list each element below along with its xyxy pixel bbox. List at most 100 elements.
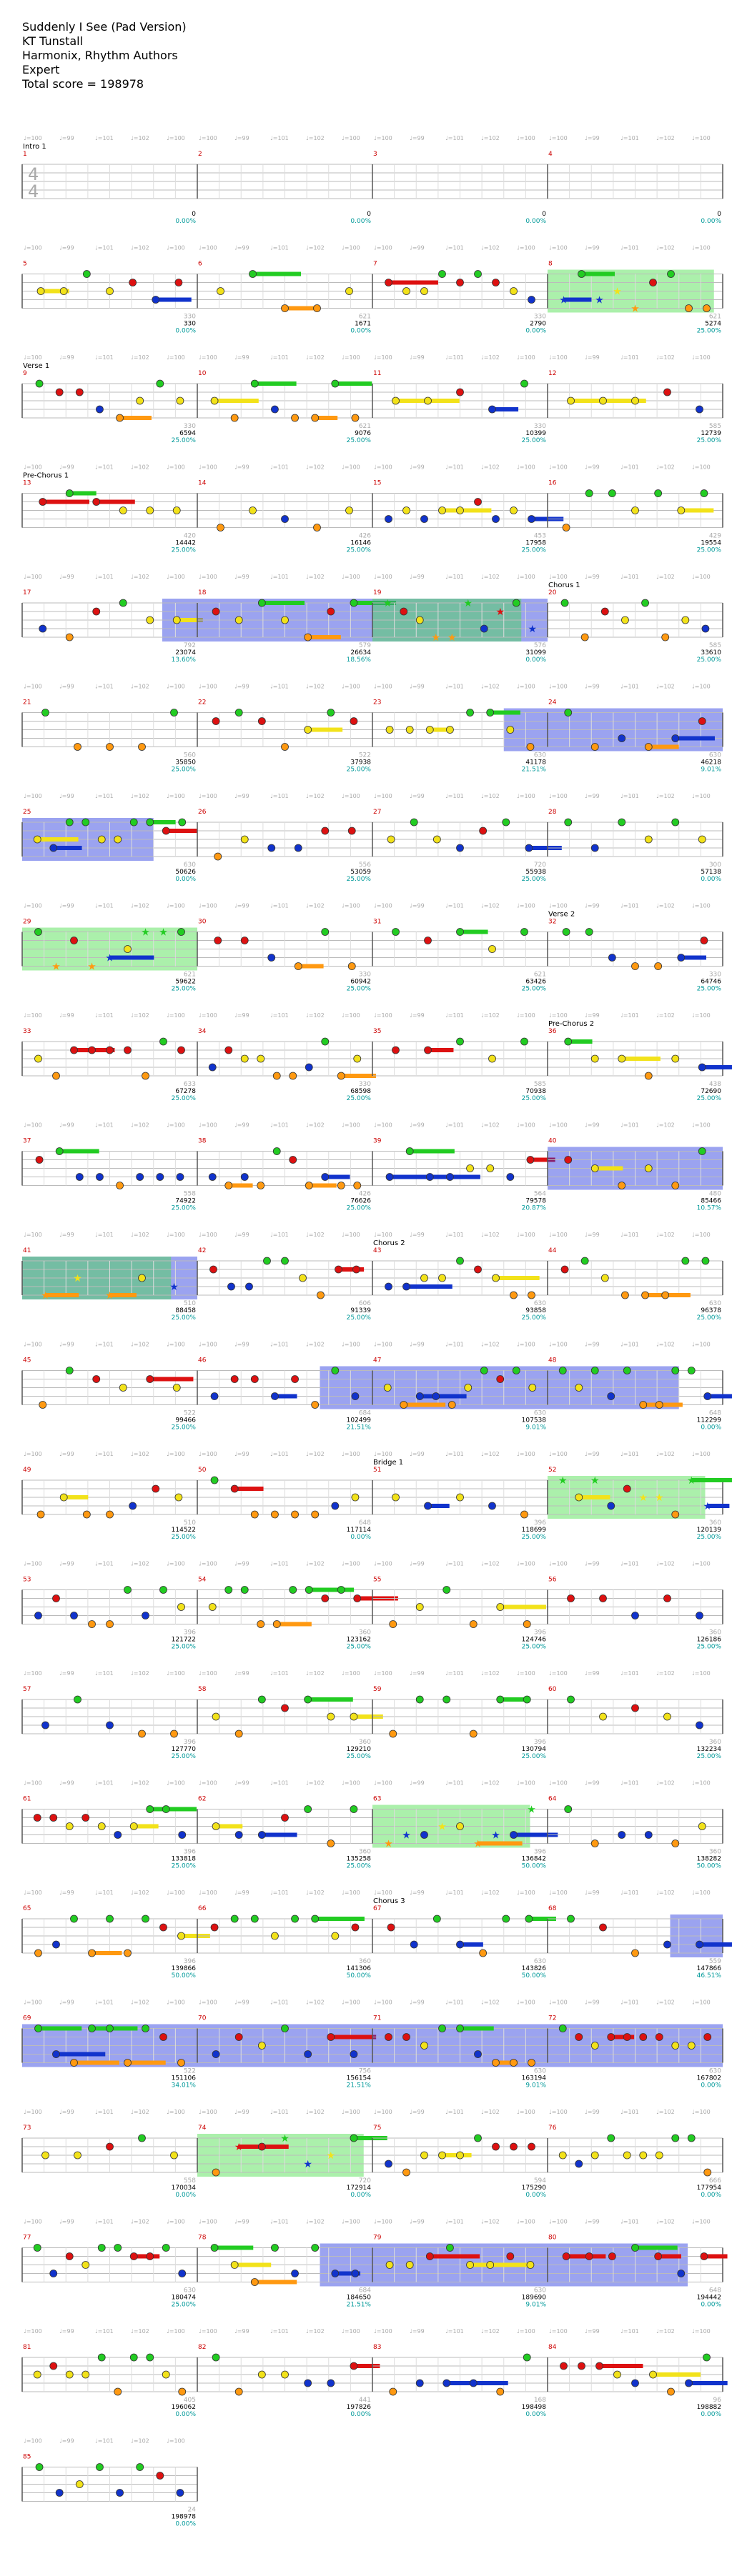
- measure-number: 19: [373, 589, 382, 596]
- measure-number: 25: [23, 809, 31, 816]
- tempo-label: ♩=101: [445, 1780, 464, 1787]
- cumulative-score: 198498: [522, 2404, 547, 2411]
- tempo-label: ♩=100: [517, 2109, 535, 2115]
- cumulative-score: 31099: [525, 649, 546, 657]
- measure-score: 630: [534, 2068, 546, 2075]
- tempo-label: ♩=101: [95, 1670, 114, 1677]
- tempo-label: ♩=100: [199, 684, 217, 690]
- sustain-tail: [430, 1174, 458, 1179]
- note-gem: [65, 1367, 74, 1374]
- note-gem: [162, 2244, 170, 2252]
- note-gem: [172, 506, 181, 514]
- note-gem: [523, 1695, 531, 1704]
- cumulative-score: 1671: [355, 321, 371, 328]
- note-gem: [644, 1164, 653, 1172]
- sustain-tail: [478, 1841, 523, 1846]
- note-gem: [446, 1173, 454, 1181]
- note-gem: [385, 1282, 392, 1291]
- sustain-tail: [707, 1504, 730, 1508]
- note-gem: [663, 1712, 671, 1721]
- cumulative-score: 123162: [347, 1637, 371, 1644]
- overdrive-percent: 10.57%: [697, 1205, 722, 1212]
- note-gem: [488, 945, 496, 953]
- note-gem: [492, 2059, 500, 2067]
- song-title: Suddenly I See (Pad Version): [22, 20, 187, 34]
- tempo-label: ♩=100: [24, 354, 42, 361]
- tempo-label: ♩=102: [131, 354, 149, 361]
- note-gem: [327, 1712, 335, 1721]
- tempo-label: ♩=102: [131, 1451, 149, 1457]
- tempo-label: ♩=100: [199, 1780, 217, 1787]
- overdrive-percent: 34.01%: [172, 2082, 197, 2090]
- tempo-label: ♩=101: [620, 1670, 639, 1677]
- tempo-label: ♩=99: [234, 1012, 249, 1019]
- note-gem: [146, 616, 154, 624]
- tempo-label: ♩=99: [234, 2219, 249, 2225]
- measure-number: 79: [373, 2235, 382, 2242]
- tempo-label: ♩=99: [59, 2109, 74, 2115]
- tempo-label: ♩=102: [306, 1012, 325, 1019]
- note-gem: [502, 1914, 510, 1923]
- song-artist: KT Tunstall: [22, 34, 84, 48]
- note-gem: [685, 2379, 693, 2387]
- note-gem: [176, 1173, 184, 1181]
- note-gem: [618, 818, 626, 827]
- tempo-label: ♩=100: [692, 793, 711, 799]
- note-gem: [41, 709, 49, 717]
- tempo-label: ♩=99: [585, 903, 600, 909]
- note-gem: [224, 1046, 233, 1054]
- note-gem: [389, 1620, 397, 1628]
- overdrive-percent: 25.00%: [347, 1205, 372, 1212]
- measure-number: 10: [198, 370, 207, 377]
- cumulative-score: 10399: [525, 430, 546, 437]
- tempo-label: ♩=101: [620, 135, 639, 141]
- measure-number: 73: [23, 2125, 31, 2132]
- note-gem: [271, 1392, 279, 1400]
- measure-number: 8: [548, 261, 553, 268]
- tempo-label: ♩=99: [59, 1889, 74, 1896]
- tempo-label: ♩=101: [620, 2219, 639, 2225]
- sustain-tail: [446, 2381, 474, 2385]
- note-gem: [208, 1063, 217, 1072]
- overdrive-percent: 25.00%: [697, 1534, 722, 1541]
- note-gem: [510, 506, 518, 514]
- cumulative-score: 23074: [175, 649, 196, 657]
- sustain-tail: [595, 1166, 623, 1171]
- tempo-label: ♩=99: [59, 684, 74, 690]
- tempo-label: ♩=99: [585, 2000, 600, 2006]
- note-gem: [506, 1173, 515, 1181]
- note-gem: [631, 506, 639, 514]
- sustain-tail: [492, 407, 519, 411]
- note-gem: [698, 717, 706, 725]
- note-gem: [142, 1612, 149, 1619]
- star-note: ★: [558, 1475, 568, 1487]
- tempo-label: ♩=100: [199, 1122, 217, 1129]
- note-gem: [526, 1156, 535, 1164]
- sustain-tail: [53, 846, 82, 850]
- note-gem: [272, 1072, 281, 1080]
- note-gem: [469, 1729, 478, 1738]
- tempo-label: ♩=99: [410, 1561, 425, 1567]
- sustain-tail: [166, 1807, 194, 1812]
- tempo-label: ♩=102: [481, 245, 500, 251]
- tempo-label: ♩=100: [199, 2000, 217, 2006]
- note-gem: [240, 835, 249, 844]
- note-gem: [567, 1695, 575, 1704]
- tempo-label: ♩=101: [95, 1012, 114, 1019]
- note-gem: [124, 2059, 132, 2067]
- cumulative-score: 76626: [350, 1198, 371, 1205]
- overdrive-percent: 0.00%: [525, 2192, 546, 2199]
- note-gem: [321, 1037, 330, 1046]
- cumulative-score: 79578: [525, 1198, 546, 1205]
- star-note: ★: [559, 295, 568, 306]
- tempo-label: ♩=100: [549, 1012, 568, 1019]
- note-gem: [35, 379, 44, 388]
- overdrive-percent: 0.00%: [350, 1534, 371, 1541]
- tempo-label: ♩=100: [692, 1670, 711, 1677]
- cumulative-score: 85466: [701, 1198, 721, 1205]
- note-gem: [317, 1291, 325, 1299]
